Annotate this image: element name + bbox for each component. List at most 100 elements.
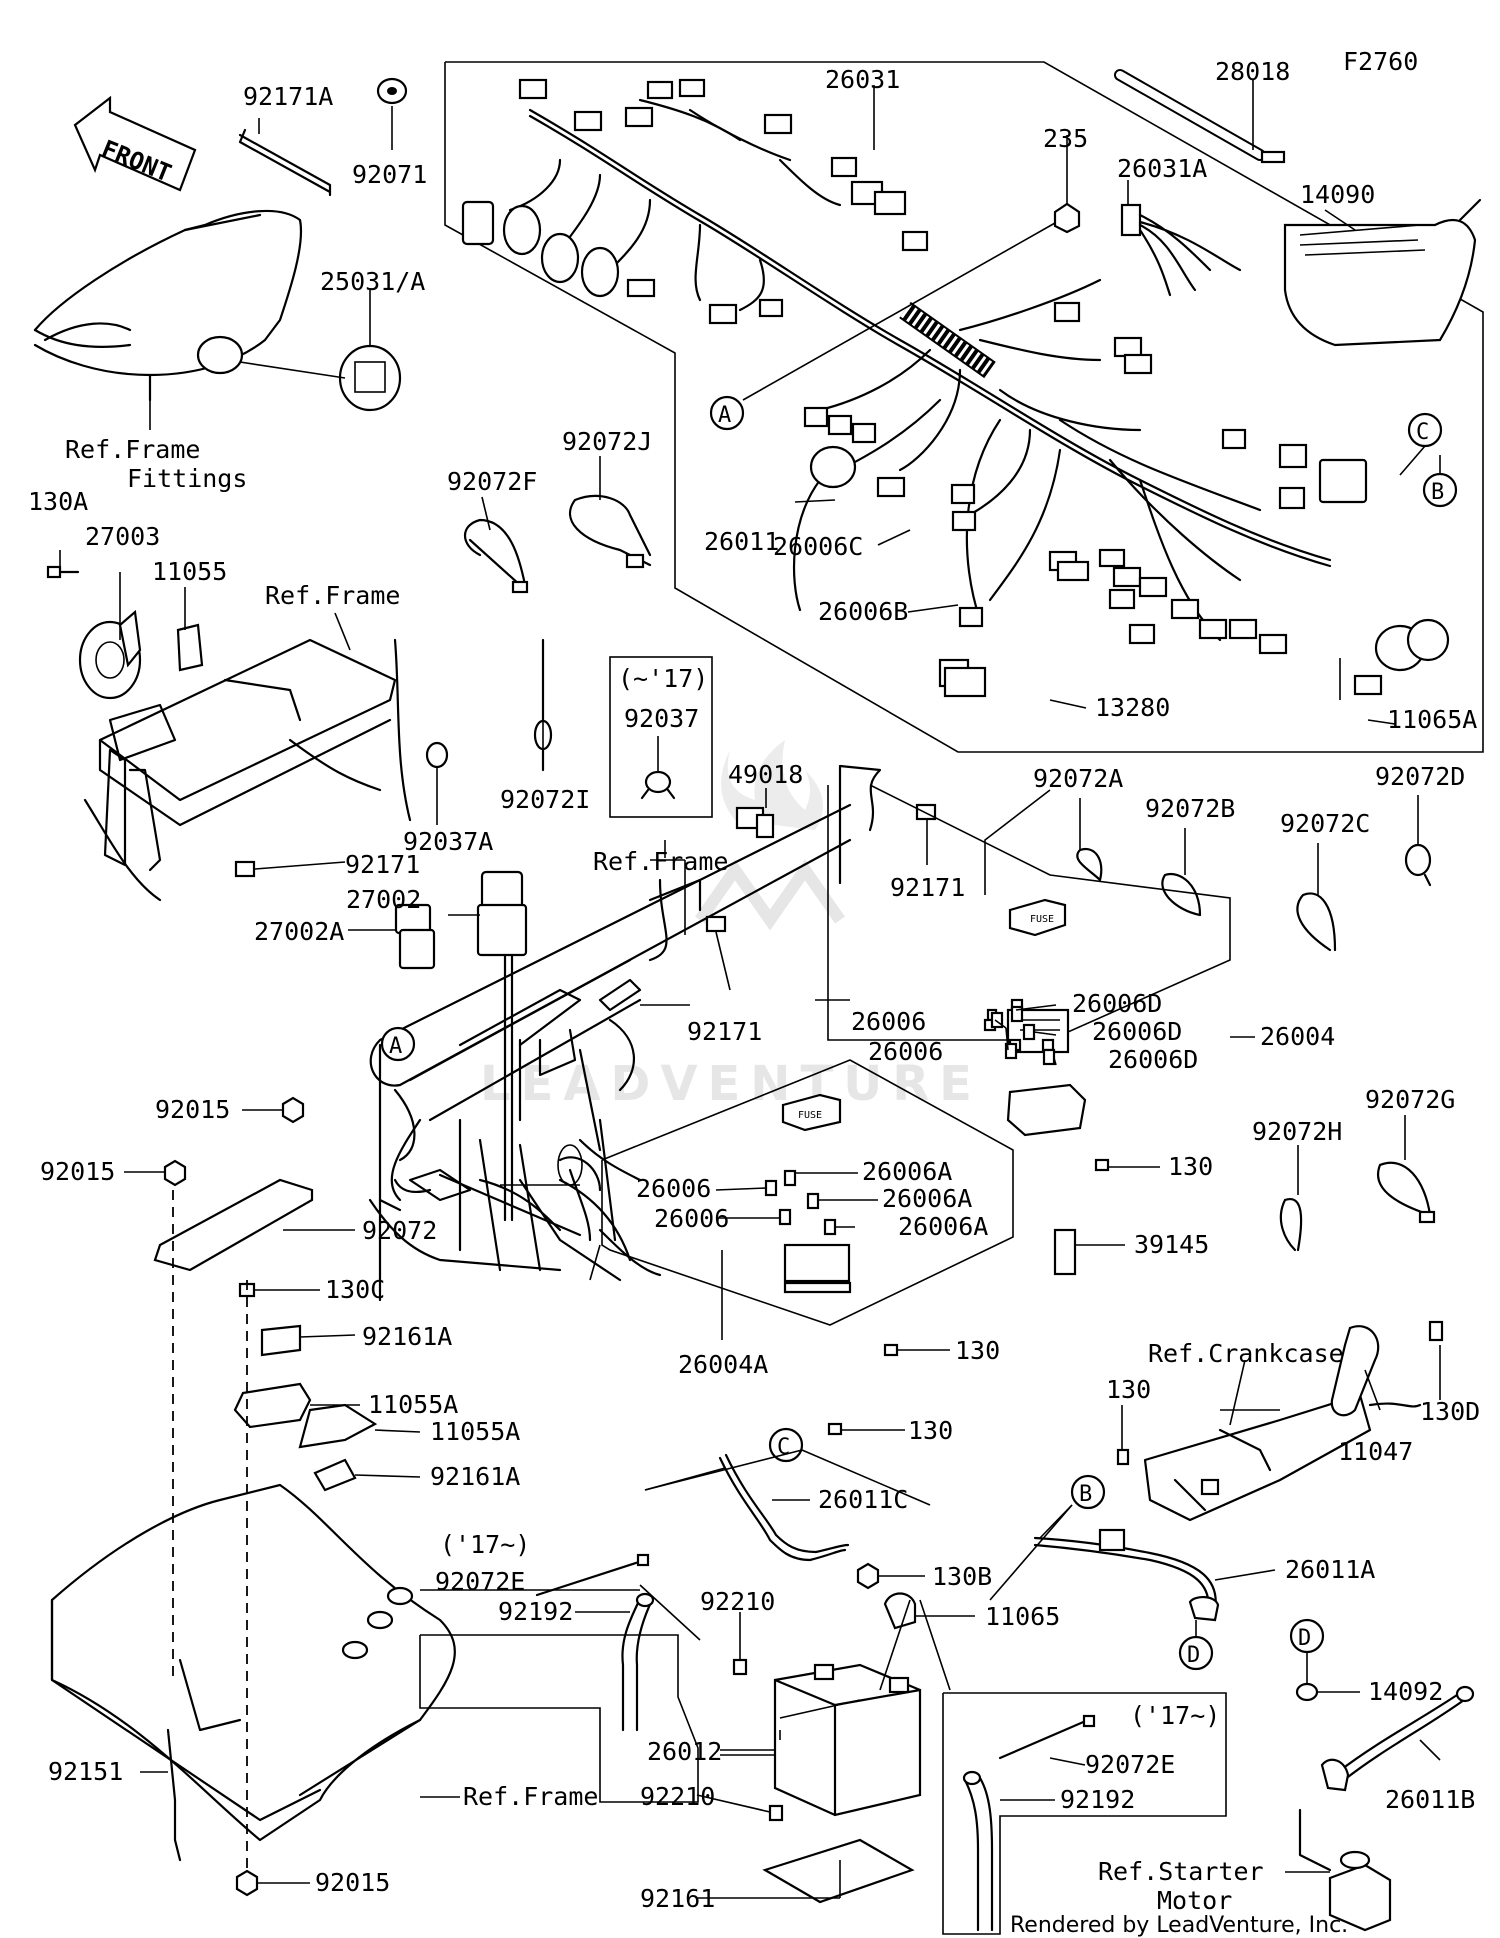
footer-credit: Rendered by LeadVenture, Inc.	[1010, 1913, 1348, 1938]
label-130-4: 130	[908, 1416, 953, 1445]
cap-11065	[883, 1592, 917, 1630]
label-26006-c: 26006	[636, 1174, 711, 1203]
label-17-note-3: ('17~)	[1130, 1701, 1220, 1730]
label-92171-a: 92171	[345, 850, 420, 879]
cable-26011B	[1320, 1685, 1475, 1792]
front-arrow-icon: FRONT	[73, 95, 197, 192]
label-92192-1: 92192	[498, 1597, 573, 1626]
label-92072I: 92072I	[500, 785, 590, 814]
callout-d-1: D	[1178, 1635, 1214, 1671]
label-17-note: (~'17)	[618, 664, 708, 693]
nut-92015-a	[281, 1096, 305, 1124]
label-92151: 92151	[48, 1757, 123, 1786]
relay-49018	[735, 806, 775, 839]
callout-a-1: A	[709, 395, 745, 431]
label-92210-2: 92210	[640, 1782, 715, 1811]
main-harness-group	[444, 61, 1484, 753]
callout-d-2: D	[1289, 1618, 1325, 1654]
cable-26011A	[1033, 1528, 1220, 1622]
label-92072E-1: 92072E	[435, 1567, 525, 1596]
tie-92072J	[568, 495, 652, 569]
bolt-130-a	[1094, 1158, 1110, 1172]
label-26004: 26004	[1260, 1022, 1335, 1051]
bracket-11055	[176, 623, 204, 672]
bolt-130D	[1428, 1320, 1444, 1342]
socket-25031A	[239, 344, 402, 412]
plate-92072	[153, 1178, 314, 1272]
label-13280: 13280	[1095, 693, 1170, 722]
ref-fittings: Fittings	[127, 464, 247, 493]
label-92072F: 92072F	[447, 467, 537, 496]
svg-text:B: B	[1431, 480, 1444, 505]
label-27002: 27002	[346, 885, 421, 914]
label-92072C: 92072C	[1280, 809, 1370, 838]
battery-cable-28018	[1114, 69, 1286, 164]
label-26006D-3: 26006D	[1108, 1045, 1198, 1074]
label-17-note-2: ('17~)	[440, 1530, 530, 1559]
label-11055A-1: 11055A	[368, 1390, 458, 1419]
bolt-130-c	[1116, 1448, 1130, 1466]
label-49018: 49018	[728, 760, 803, 789]
label-92015-2: 92015	[40, 1157, 115, 1186]
label-26011B: 26011B	[1385, 1785, 1475, 1814]
clip-92171-a	[234, 860, 256, 878]
svg-text:D: D	[1187, 1643, 1200, 1668]
label-92072D: 92072D	[1375, 762, 1465, 791]
tube-92192-b	[962, 1770, 994, 1932]
nut-130B	[856, 1562, 880, 1590]
svg-text:B: B	[1079, 1482, 1092, 1507]
fuse-box-26004: FUSE	[983, 898, 1070, 1054]
label-26006C: 26006C	[773, 532, 863, 561]
relay-27002A	[394, 903, 436, 970]
nut-92210-b	[768, 1804, 784, 1822]
label-26011: 26011	[704, 527, 779, 556]
tube-92192-a	[621, 1592, 655, 1732]
front-frame-crossmember	[83, 638, 412, 902]
grommet-92071	[376, 77, 408, 105]
label-130-1: 130	[1168, 1152, 1213, 1181]
bolt-130-d	[827, 1422, 843, 1436]
label-130C: 130C	[325, 1275, 385, 1304]
label-130-3: 130	[1106, 1375, 1151, 1404]
label-92072J: 92072J	[562, 427, 652, 456]
label-28018: 28018	[1215, 57, 1290, 86]
label-92072G: 92072G	[1365, 1085, 1455, 1114]
clip-92037	[640, 770, 676, 800]
relay-27002	[476, 870, 528, 957]
label-92072E-2: 92072E	[1085, 1750, 1175, 1779]
svg-text:A: A	[718, 403, 731, 428]
svg-text:C: C	[1416, 420, 1429, 445]
label-26006A-1: 26006A	[862, 1157, 952, 1186]
label-92210-1: 92210	[700, 1587, 775, 1616]
svg-text:A: A	[389, 1034, 402, 1059]
diagram-id: F2760	[1343, 47, 1418, 76]
label-130A: 130A	[28, 487, 88, 516]
leader-lines	[59, 80, 1441, 1899]
label-26006A-3: 26006A	[898, 1212, 988, 1241]
label-92171A: 92171A	[243, 82, 333, 111]
ref-starter: Ref.Starter	[1098, 1857, 1264, 1886]
cable-26011C	[718, 1453, 850, 1562]
callout-b-2: B	[1070, 1474, 1106, 1510]
label-26006D-2: 26006D	[1092, 1017, 1182, 1046]
label-39145: 39145	[1134, 1230, 1209, 1259]
part-labels: F2760 26031 28018 235 26031A 14090 92171…	[28, 47, 1480, 1915]
tie-92072E-b	[998, 1714, 1096, 1760]
label-14092: 14092	[1368, 1677, 1443, 1706]
callout-c-1: C	[1407, 412, 1443, 448]
ref-frame-fittings: Ref.Frame	[65, 435, 200, 464]
crankcase	[1143, 1393, 1422, 1522]
label-92072B: 92072B	[1145, 794, 1235, 823]
fuses-26006D	[990, 1005, 1056, 1066]
label-26006-a: 26006	[851, 1007, 926, 1036]
callout-b-1: B	[1422, 472, 1458, 508]
battery-26012	[773, 1663, 922, 1817]
label-130B: 130B	[932, 1562, 992, 1591]
pad-92161	[762, 1838, 915, 1904]
label-26031A: 26031A	[1117, 154, 1207, 183]
label-92037: 92037	[624, 704, 699, 733]
label-14090: 14090	[1300, 180, 1375, 209]
label-92037A: 92037A	[403, 827, 493, 856]
label-25031A: 25031/A	[320, 267, 425, 296]
